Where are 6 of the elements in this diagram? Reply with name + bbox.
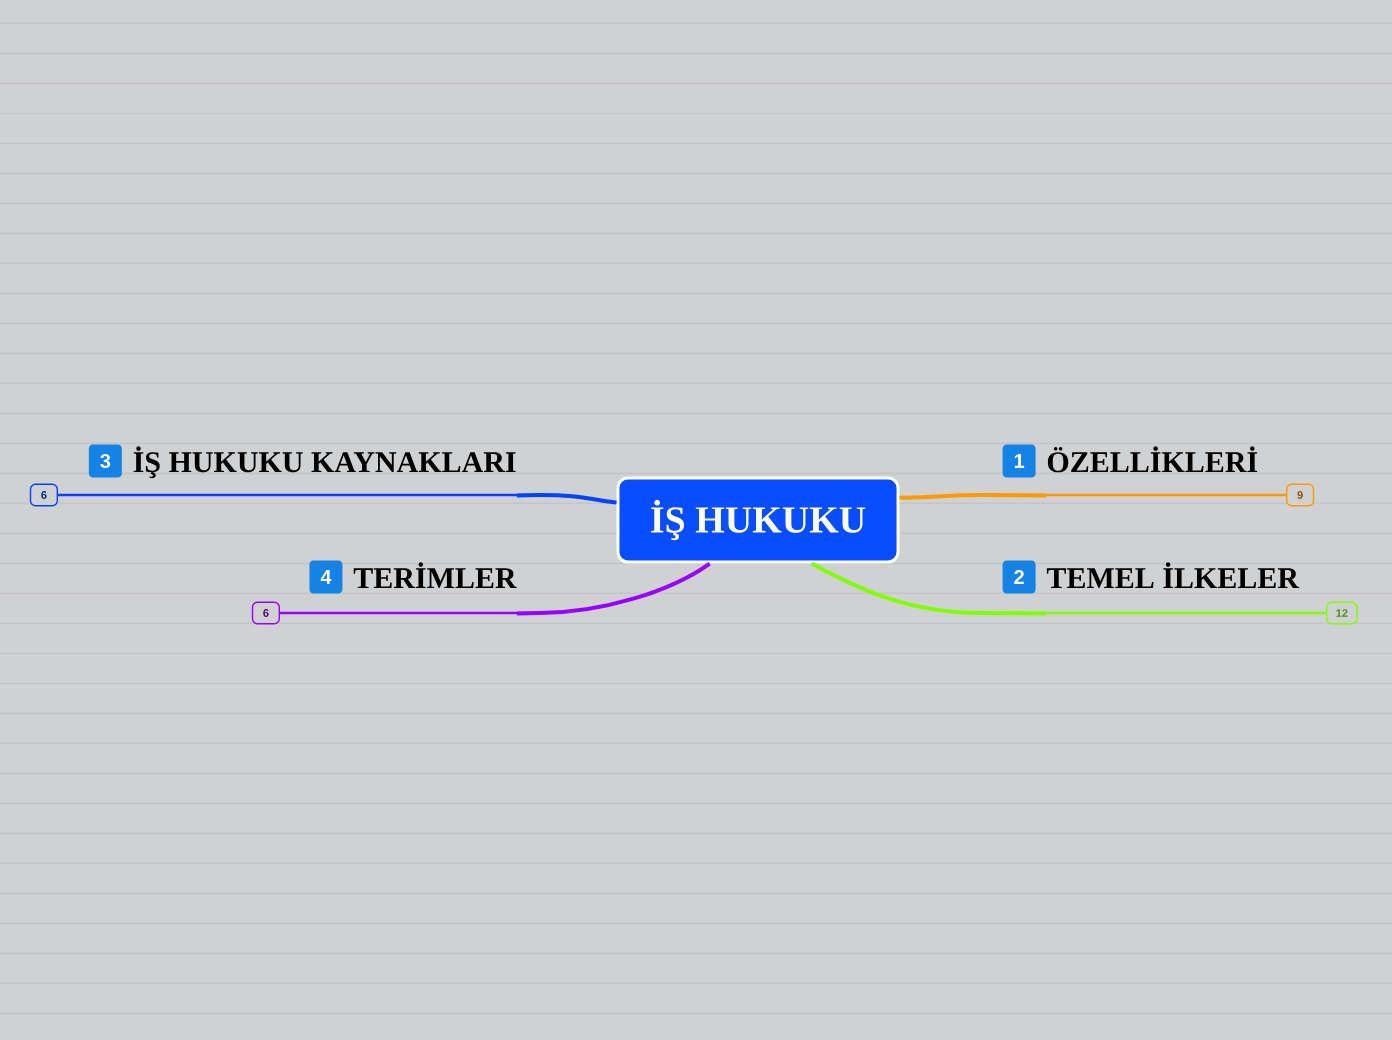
branch-line [516,493,617,505]
number-badge: 4 [309,560,343,594]
central-topic-box: İŞ HUKUKU [616,476,900,564]
branch-line [899,493,1047,500]
branch-line [810,561,1047,616]
branch-line [516,561,711,616]
